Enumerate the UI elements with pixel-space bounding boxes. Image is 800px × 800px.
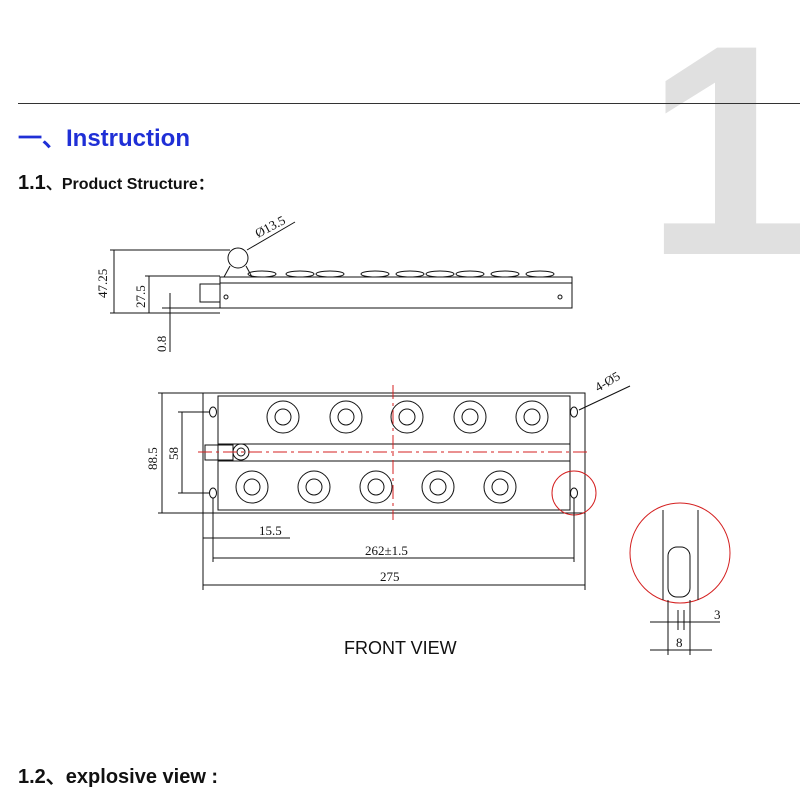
dim-row-spacing: 58 [166, 447, 181, 460]
side-hole-right [557, 294, 563, 300]
side-knob-stem [223, 265, 231, 278]
dim-length-total: 275 [380, 569, 400, 584]
dim-hole-span: 262±1.5 [365, 543, 408, 558]
dim-thickness: 0.8 [154, 336, 169, 352]
side-knob-stem-2 [245, 265, 253, 278]
dim-hole-spec: 4-Ø5 [592, 368, 623, 394]
front-plate [217, 395, 571, 511]
section-prefix: 一、 [18, 125, 66, 152]
dim-height-total: 47.25 [95, 269, 110, 298]
next-section-heading: 1.2、explosive view : [18, 766, 219, 788]
detail-view [629, 502, 731, 655]
dim-detail-width: 8 [676, 635, 683, 650]
chapter-number: 1 [645, 0, 800, 318]
subsection-heading: 1.1、Product Structure： [18, 170, 214, 195]
dim-width-total: 88.5 [145, 447, 160, 470]
subsection-title: 、Product Structure： [45, 176, 214, 193]
front-outer [202, 392, 586, 514]
dim-detail-slot: 3 [714, 607, 721, 622]
side-body [219, 276, 573, 309]
nozzle-row-bottom [235, 470, 517, 504]
front-view [158, 385, 631, 590]
detail-circle [629, 502, 731, 604]
detail-slot [667, 546, 691, 598]
side-knob [227, 247, 249, 269]
drawing-caption: FRONT VIEW [344, 638, 457, 658]
side-view [110, 221, 573, 352]
subsection-number: 1.1 [18, 172, 46, 194]
section-heading: 一、Instruction [18, 118, 190, 153]
side-hole-left [223, 294, 229, 300]
center-lines [198, 385, 590, 520]
side-nozzle [199, 283, 221, 303]
header-rule [18, 103, 800, 104]
dim-end-offset: 15.5 [259, 523, 282, 538]
nozzle-row-top [266, 400, 549, 434]
side-nozzle-row [247, 270, 555, 278]
dim-height-body: 27.5 [133, 285, 148, 308]
section-title: Instruction [66, 125, 190, 152]
